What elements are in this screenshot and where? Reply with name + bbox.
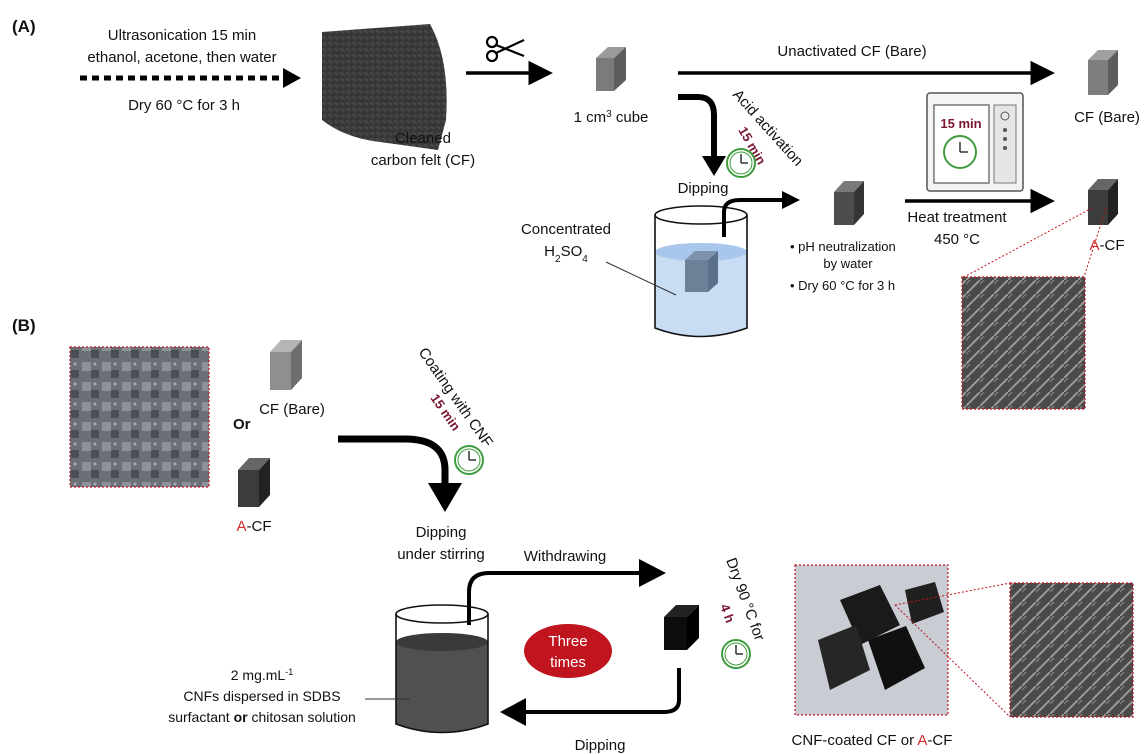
acf-label: A-CF	[1089, 237, 1124, 254]
solution-line2: CNFs dispersed in SDBS	[183, 688, 340, 704]
beaker-out-arrowhead	[782, 191, 800, 209]
sem-a-pointer-left	[963, 207, 1093, 278]
felt-caption-line2: carbon felt (CF)	[371, 152, 475, 169]
clock-icon	[726, 148, 756, 178]
cnf-beaker	[395, 604, 489, 734]
coating-label: Coating with CNF	[415, 345, 496, 451]
felt-caption-line1: Cleaned	[395, 130, 451, 147]
coated-cf-photo	[794, 564, 949, 716]
acf-b-label: A-CF	[236, 518, 271, 535]
sem-a-pointer-right	[1083, 207, 1107, 278]
oven-icon	[926, 92, 1024, 192]
heat-label-line1: Heat treatment	[907, 209, 1007, 226]
three-times-line2: times	[550, 654, 586, 671]
acf-cube-b-icon	[238, 458, 270, 507]
dipping-stir-line1: Dipping	[416, 524, 467, 541]
three-times-badge	[524, 624, 612, 678]
dipping-back-label: Dipping	[575, 737, 626, 754]
solution-line1: 2 mg.mL-1	[231, 667, 293, 683]
dipping-stir-line2: under stirring	[397, 546, 485, 563]
heat-label-line2: 450 °C	[934, 231, 980, 248]
neutralization-bullet1b: by water	[823, 256, 873, 271]
sem-b-pointer-bottom	[894, 604, 1011, 718]
clock-b-icon	[454, 445, 484, 475]
bare-cube-icon	[1088, 50, 1118, 95]
three-times-line1: Three	[548, 633, 587, 650]
carbon-felt-image	[322, 24, 447, 150]
bare-cf-label: CF (Bare)	[1074, 109, 1140, 126]
coated-cube-icon	[664, 605, 699, 650]
neutralization-bullet2: • Dry 60 °C for 3 h	[790, 278, 895, 293]
h2so4-pointer	[605, 261, 677, 296]
withdrawing-arrow	[467, 571, 645, 625]
withdrawing-label: Withdrawing	[524, 548, 607, 565]
coating-curve-arrow	[338, 435, 449, 487]
dipping-label: Dipping	[678, 180, 729, 197]
pretreatment-line2: ethanol, acetone, then water	[87, 49, 276, 66]
or-label: Or	[233, 416, 251, 433]
cubes-photo	[69, 346, 210, 488]
neutralization-bullet1: • pH neutralization	[790, 239, 896, 254]
coating-arrowhead	[428, 483, 462, 512]
acid-beaker	[654, 205, 748, 338]
oven-time-label: 15 min	[940, 116, 981, 131]
acf-cube-icon	[1088, 179, 1118, 225]
sem-b-pointer-top	[894, 582, 1011, 606]
panel-b-label: (B)	[12, 316, 36, 335]
pretreatment-arrowhead	[283, 68, 301, 88]
sem-image-acf	[961, 276, 1086, 410]
scissors-icon	[485, 35, 525, 63]
beaker-out-arrow	[722, 198, 786, 237]
panel-a-label: (A)	[12, 17, 36, 36]
cube-icon	[596, 47, 626, 91]
bare-cf-b-label: CF (Bare)	[259, 401, 325, 418]
h2so4-label-line2: H2SO4	[544, 243, 588, 265]
dipping-back-arrow	[520, 668, 681, 714]
dipping-arrowhead	[702, 156, 726, 176]
dipping-back-arrowhead	[500, 698, 526, 726]
cube-caption: 1 cm3 cube	[574, 109, 649, 127]
unactivated-label: Unactivated CF (Bare)	[777, 43, 926, 60]
dipping-curve-arrow	[678, 94, 717, 160]
pretreatment-line1: Ultrasonication 15 min	[108, 27, 256, 44]
final-caption: CNF-coated CF or A-CF	[792, 732, 953, 749]
dry-label: Dry 90 °C for	[722, 556, 768, 643]
bare-cube-b-icon	[270, 340, 302, 390]
solution-line3: surfactant or chitosan solution	[168, 709, 356, 725]
withdrawing-arrowhead	[639, 559, 666, 587]
pretreatment-line3: Dry 60 °C for 3 h	[128, 97, 240, 114]
sem-image-coated	[1009, 582, 1134, 718]
dry-time-label: 4 h	[717, 602, 738, 625]
activated-cube-icon	[834, 181, 864, 225]
h2so4-label-line1: Concentrated	[521, 221, 611, 238]
clock-c-icon	[721, 639, 751, 669]
